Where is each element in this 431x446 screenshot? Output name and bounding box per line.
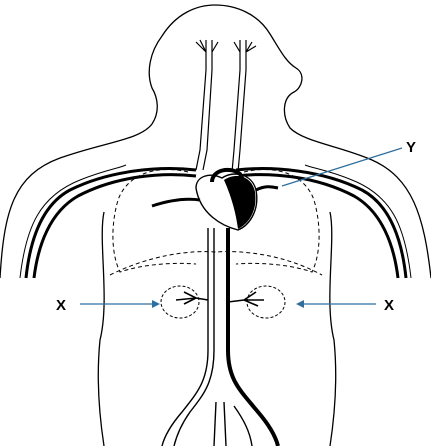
body-outline (0, 5, 431, 446)
leg-vessels-inner (214, 402, 252, 446)
label-y: Y (406, 139, 416, 156)
diaphragm-line (110, 252, 322, 275)
right-kidney (247, 286, 285, 318)
head-vessel-branches (196, 40, 256, 52)
left-lung-outline (113, 169, 196, 272)
x-right-arrowhead (296, 300, 304, 308)
renal-vessels (176, 292, 264, 306)
left-kidney (161, 286, 199, 318)
arm-vessels-left (26, 169, 196, 278)
descending-aorta (228, 228, 278, 446)
arm-vessels-right (236, 169, 406, 278)
label-x-right: X (384, 297, 394, 314)
x-left-arrowhead (152, 300, 160, 308)
neck-vessels (196, 40, 246, 172)
label-x-left: X (56, 297, 66, 314)
vena-cava (162, 228, 214, 446)
